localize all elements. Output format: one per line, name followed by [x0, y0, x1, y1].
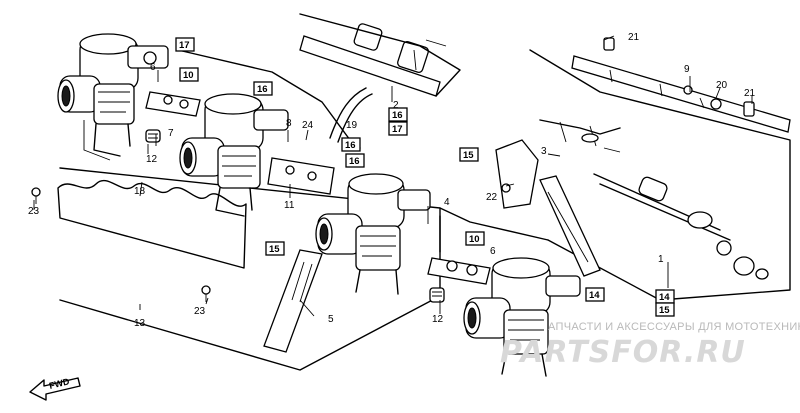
boxed-label: 16	[388, 107, 408, 122]
part-number-labels: 2 3 4 5 6 6 7 8 9 11 12 12 13 18 19 20 2…	[28, 32, 756, 329]
svg-text:14: 14	[659, 292, 670, 303]
part-label: 12	[432, 314, 444, 325]
boxed-label: 15	[459, 147, 479, 162]
svg-text:16: 16	[392, 110, 403, 121]
boxed-label: 16	[253, 81, 273, 96]
boxed-label: 16	[341, 137, 361, 152]
part-label: 6	[150, 62, 156, 73]
svg-text:16: 16	[345, 140, 356, 151]
part-label: 2	[393, 100, 399, 111]
part-label: 1	[658, 254, 664, 265]
part-label: 19	[346, 120, 358, 131]
linkage-bracket-6	[145, 91, 201, 117]
part-label: 21	[744, 88, 756, 99]
part-label: 5	[328, 314, 334, 325]
screw-23-left	[31, 187, 41, 204]
forward-label: FWD	[48, 376, 71, 391]
part-label: 7	[168, 128, 174, 139]
part-label: 12	[146, 154, 158, 165]
boxed-label: 15	[265, 241, 285, 256]
boxed-label: 17	[175, 37, 195, 52]
carburetor-1	[57, 33, 169, 161]
choke-rod-9	[571, 37, 791, 133]
throttle-linkage-1	[539, 173, 769, 280]
fuel-hose-19	[329, 87, 373, 143]
part-label: 20	[716, 80, 728, 91]
fuel-rail-2	[299, 23, 447, 97]
linkage-bracket-4	[427, 215, 491, 285]
carburetor-3	[315, 173, 431, 295]
part-label: 6	[490, 246, 496, 257]
part-label: 21	[628, 32, 640, 43]
carburetor-4	[463, 257, 581, 377]
screw-23-lower	[201, 285, 211, 302]
boxed-labels: 17 10 16 16 17 16 15 15	[175, 37, 675, 317]
fuel-rail-2-frame	[299, 13, 461, 97]
screw-22	[501, 183, 511, 193]
boxed-label: 10	[465, 231, 485, 246]
svg-text:15: 15	[463, 150, 474, 161]
leader-lines	[33, 35, 753, 317]
svg-text:17: 17	[392, 124, 403, 135]
part-label: 23	[194, 306, 206, 317]
part-label: 22	[486, 192, 498, 203]
svg-text:17: 17	[179, 40, 190, 51]
boxed-label: 14	[585, 287, 605, 302]
carburetor-2	[179, 93, 289, 217]
svg-text:15: 15	[659, 305, 670, 316]
part-label: 18	[134, 186, 146, 197]
part-label: 8	[286, 118, 292, 129]
boxed-label: 17	[388, 121, 408, 136]
part-label: 9	[684, 64, 690, 75]
part-label: 3	[541, 146, 547, 157]
part-label: 24	[302, 120, 314, 131]
forward-arrow: FWD	[29, 376, 81, 401]
insulator-plate-18	[57, 179, 247, 269]
svg-text:10: 10	[469, 234, 480, 245]
spring-12-upper	[145, 129, 161, 143]
svg-text:15: 15	[269, 244, 280, 255]
svg-text:10: 10	[183, 70, 194, 81]
part-label: 11	[284, 200, 295, 211]
watermark: АПЧАСТИ И АКСЕССУАРЫ ДЛЯ МОТОТЕХНИКИ PAR…	[500, 321, 800, 370]
svg-text:16: 16	[349, 156, 360, 167]
svg-text:14: 14	[589, 290, 600, 301]
boxed-label: 14	[655, 289, 675, 304]
vent-pipe-5	[263, 249, 323, 353]
assembly-frame-right	[439, 207, 549, 241]
boxed-label: 10	[179, 67, 199, 82]
watermark-caption: АПЧАСТИ И АКСЕССУАРЫ ДЛЯ МОТОТЕХНИКИ	[548, 321, 800, 333]
svg-text:16: 16	[257, 84, 268, 95]
boxed-label: 16	[345, 153, 365, 168]
part-label: 4	[444, 197, 450, 208]
watermark-logo: PARTSFOR.RU	[500, 335, 746, 370]
part-label: 23	[28, 206, 40, 217]
linkage-bracket-11	[267, 157, 335, 195]
frame-1-outline	[529, 49, 791, 301]
boxed-label: 15	[655, 302, 675, 317]
part-label: 13	[134, 318, 146, 329]
spring-12-lower	[429, 287, 445, 303]
